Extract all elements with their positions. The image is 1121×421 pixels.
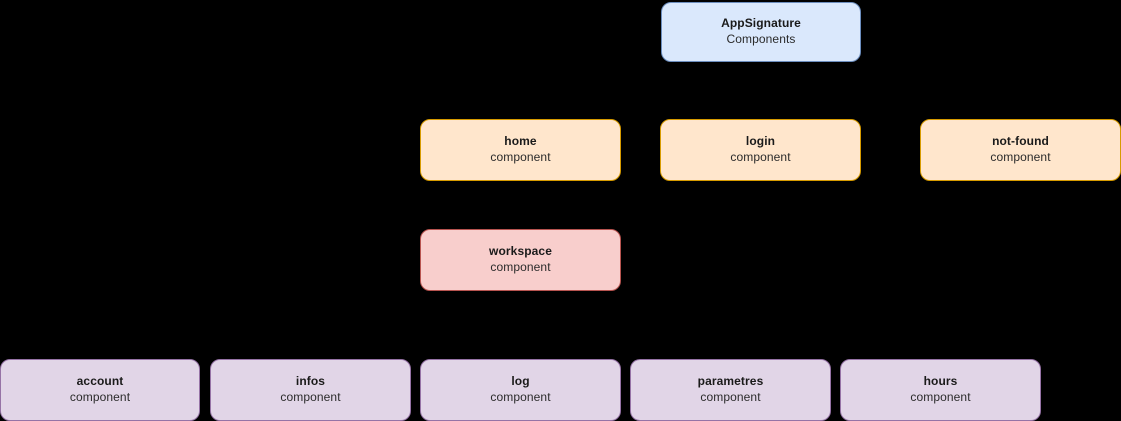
- node-title: log: [511, 374, 530, 389]
- node-workspace-component[interactable]: workspace component: [420, 229, 621, 291]
- node-home-component[interactable]: home component: [420, 119, 621, 181]
- node-account-component[interactable]: account component: [0, 359, 200, 421]
- node-hours-component[interactable]: hours component: [840, 359, 1041, 421]
- node-title: home: [504, 134, 537, 149]
- node-title: parametres: [697, 374, 764, 389]
- node-title: account: [76, 374, 124, 389]
- node-subtitle: component: [990, 150, 1051, 164]
- node-subtitle: component: [700, 390, 761, 404]
- node-subtitle: Components: [726, 32, 796, 46]
- node-title: login: [745, 134, 776, 149]
- node-login-component[interactable]: login component: [660, 119, 861, 181]
- node-subtitle: component: [730, 150, 791, 164]
- node-log-component[interactable]: log component: [420, 359, 621, 421]
- node-title: not-found: [992, 134, 1049, 149]
- node-subtitle: component: [69, 390, 131, 404]
- node-appsignature-components[interactable]: AppSignature Components: [661, 2, 861, 62]
- node-not-found-component[interactable]: not-found component: [920, 119, 1121, 181]
- node-title: hours: [923, 374, 958, 389]
- node-subtitle: component: [490, 150, 551, 164]
- node-subtitle: component: [910, 390, 971, 404]
- node-subtitle: component: [490, 260, 551, 274]
- node-title: workspace: [489, 244, 552, 259]
- node-title: infos: [295, 374, 326, 389]
- node-subtitle: component: [280, 390, 341, 404]
- node-subtitle: component: [490, 390, 551, 404]
- node-parametres-component[interactable]: parametres component: [630, 359, 831, 421]
- node-infos-component[interactable]: infos component: [210, 359, 411, 421]
- node-title: AppSignature: [721, 16, 801, 31]
